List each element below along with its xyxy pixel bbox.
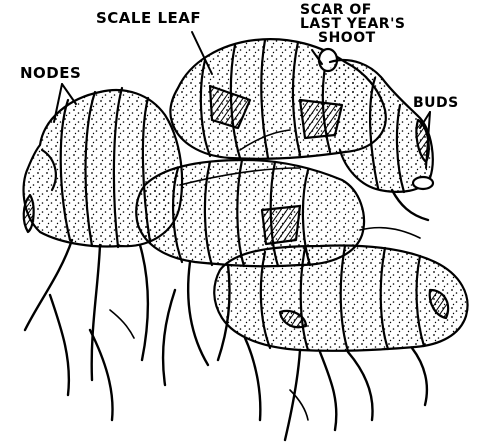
scar-label-line-2: LAST YEAR'S: [300, 17, 405, 31]
scar-label: SCAR OF LAST YEAR'S SHOOT: [300, 3, 405, 45]
buds-cluster: [330, 60, 433, 192]
buds-label: BUDS: [413, 96, 459, 110]
scale-leaf-label: SCALE LEAF: [96, 11, 201, 25]
scar-label-line-1: SCAR OF: [300, 3, 405, 17]
nodes-label: NODES: [20, 66, 81, 80]
scar-label-line-3: SHOOT: [300, 31, 405, 45]
lower-right-rhizome-segment: [214, 246, 467, 351]
nodes-pointer-2: [62, 84, 76, 104]
